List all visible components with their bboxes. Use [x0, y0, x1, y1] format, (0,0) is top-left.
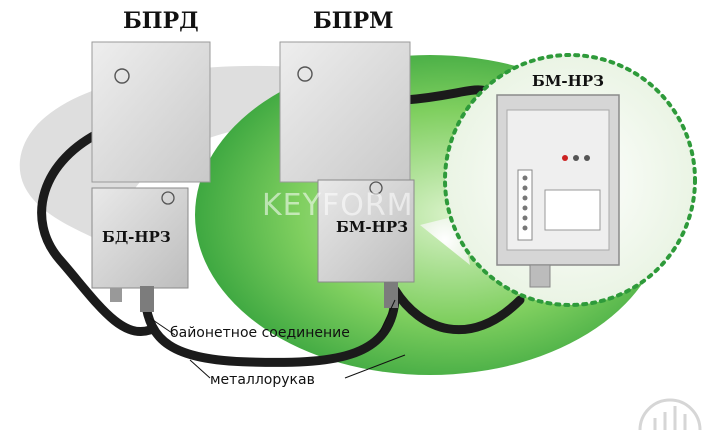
- terminal-screws: [522, 175, 528, 231]
- pointer-line: [149, 317, 176, 336]
- antenna-panel-right: [279, 41, 411, 183]
- label-bayonet: байонетное соединение: [170, 325, 350, 341]
- label-bm-nrz: БМ-НРЗ: [336, 218, 408, 236]
- corner-logo: [638, 398, 702, 431]
- cable-right-bottom: [390, 285, 525, 335]
- label-bprm: БПРМ: [313, 8, 394, 34]
- pointer-line: [344, 354, 406, 379]
- logo-badge: [114, 68, 130, 84]
- logo-badge: [369, 181, 383, 195]
- antenna-panel-left: [91, 41, 211, 183]
- terminal-strip: [517, 169, 533, 241]
- pointer-line: [189, 359, 211, 379]
- junction-box-right: [317, 179, 415, 283]
- logo-badge: [297, 66, 313, 82]
- indicator-led: [562, 155, 568, 161]
- connector: [140, 286, 154, 312]
- label-plate: [544, 189, 601, 231]
- label-metal-hose: металлорукав: [210, 372, 315, 388]
- indicator-led: [584, 155, 590, 161]
- label-bprd: БПРД: [123, 8, 199, 34]
- label-bm-nrz-top: БМ-НРЗ: [532, 72, 604, 90]
- connector: [384, 282, 398, 308]
- logo-badge: [161, 191, 175, 205]
- indicator-led: [573, 155, 579, 161]
- cable-left: [37, 125, 155, 336]
- cable-gland: [529, 264, 551, 288]
- connector: [110, 288, 122, 302]
- watermark: KEYFORM: [262, 188, 414, 223]
- cable-left-bottom: [140, 295, 400, 367]
- label-bd-nrz: БД-НРЗ: [102, 228, 171, 246]
- pointer-line: [379, 299, 396, 333]
